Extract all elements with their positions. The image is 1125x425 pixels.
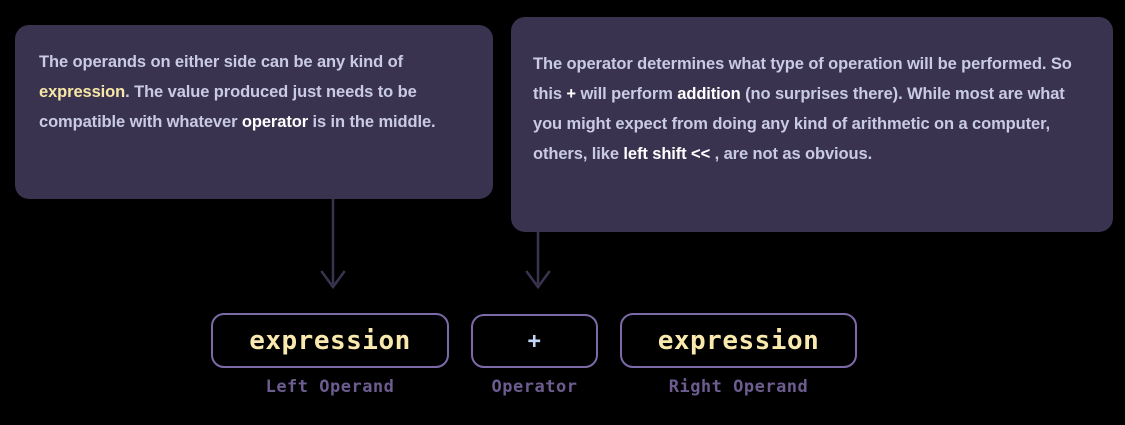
text-run: , are not as obvious. (710, 145, 873, 163)
operator-callout-text: The operator determines what type of ope… (533, 49, 1089, 169)
right-operand-caption: Right Operand (668, 377, 809, 397)
emphasis-term: + (566, 85, 576, 103)
operator-box[interactable]: + (471, 314, 598, 368)
operator-value: + (527, 328, 542, 354)
right-operand-group: expression Right Operand (620, 313, 857, 397)
text-run: will perform (575, 85, 678, 103)
text-run: is in the middle. (308, 113, 436, 131)
emphasis-term: left shift << (623, 145, 711, 163)
down-arrow-icon (525, 229, 551, 290)
right-operand-value: expression (657, 325, 820, 356)
operator-caption: Operator (491, 377, 578, 397)
expression-keyword: expression (39, 83, 126, 101)
operator-group: + Operator (471, 314, 598, 397)
text-run: (no surprises there). While most are wha… (533, 85, 1065, 163)
text-run: . The value produced just needs to be co… (39, 83, 417, 131)
text-run: The operands on either side can be any k… (39, 53, 403, 71)
text-run: The operator determines what type of ope… (533, 55, 1072, 103)
operands-callout-card: The operands on either side can be any k… (15, 25, 493, 199)
operator-callout-card: The operator determines what type of ope… (511, 17, 1113, 232)
emphasis-term: operator (241, 113, 309, 131)
operands-callout-text: The operands on either side can be any k… (39, 47, 469, 137)
right-operand-box[interactable]: expression (620, 313, 857, 368)
left-operand-box[interactable]: expression (211, 313, 449, 368)
down-arrow-icon (320, 196, 346, 290)
left-operand-group: expression Left Operand (211, 313, 449, 397)
emphasis-term: addition (677, 85, 741, 103)
left-operand-value: expression (249, 325, 411, 356)
left-operand-caption: Left Operand (265, 377, 395, 397)
